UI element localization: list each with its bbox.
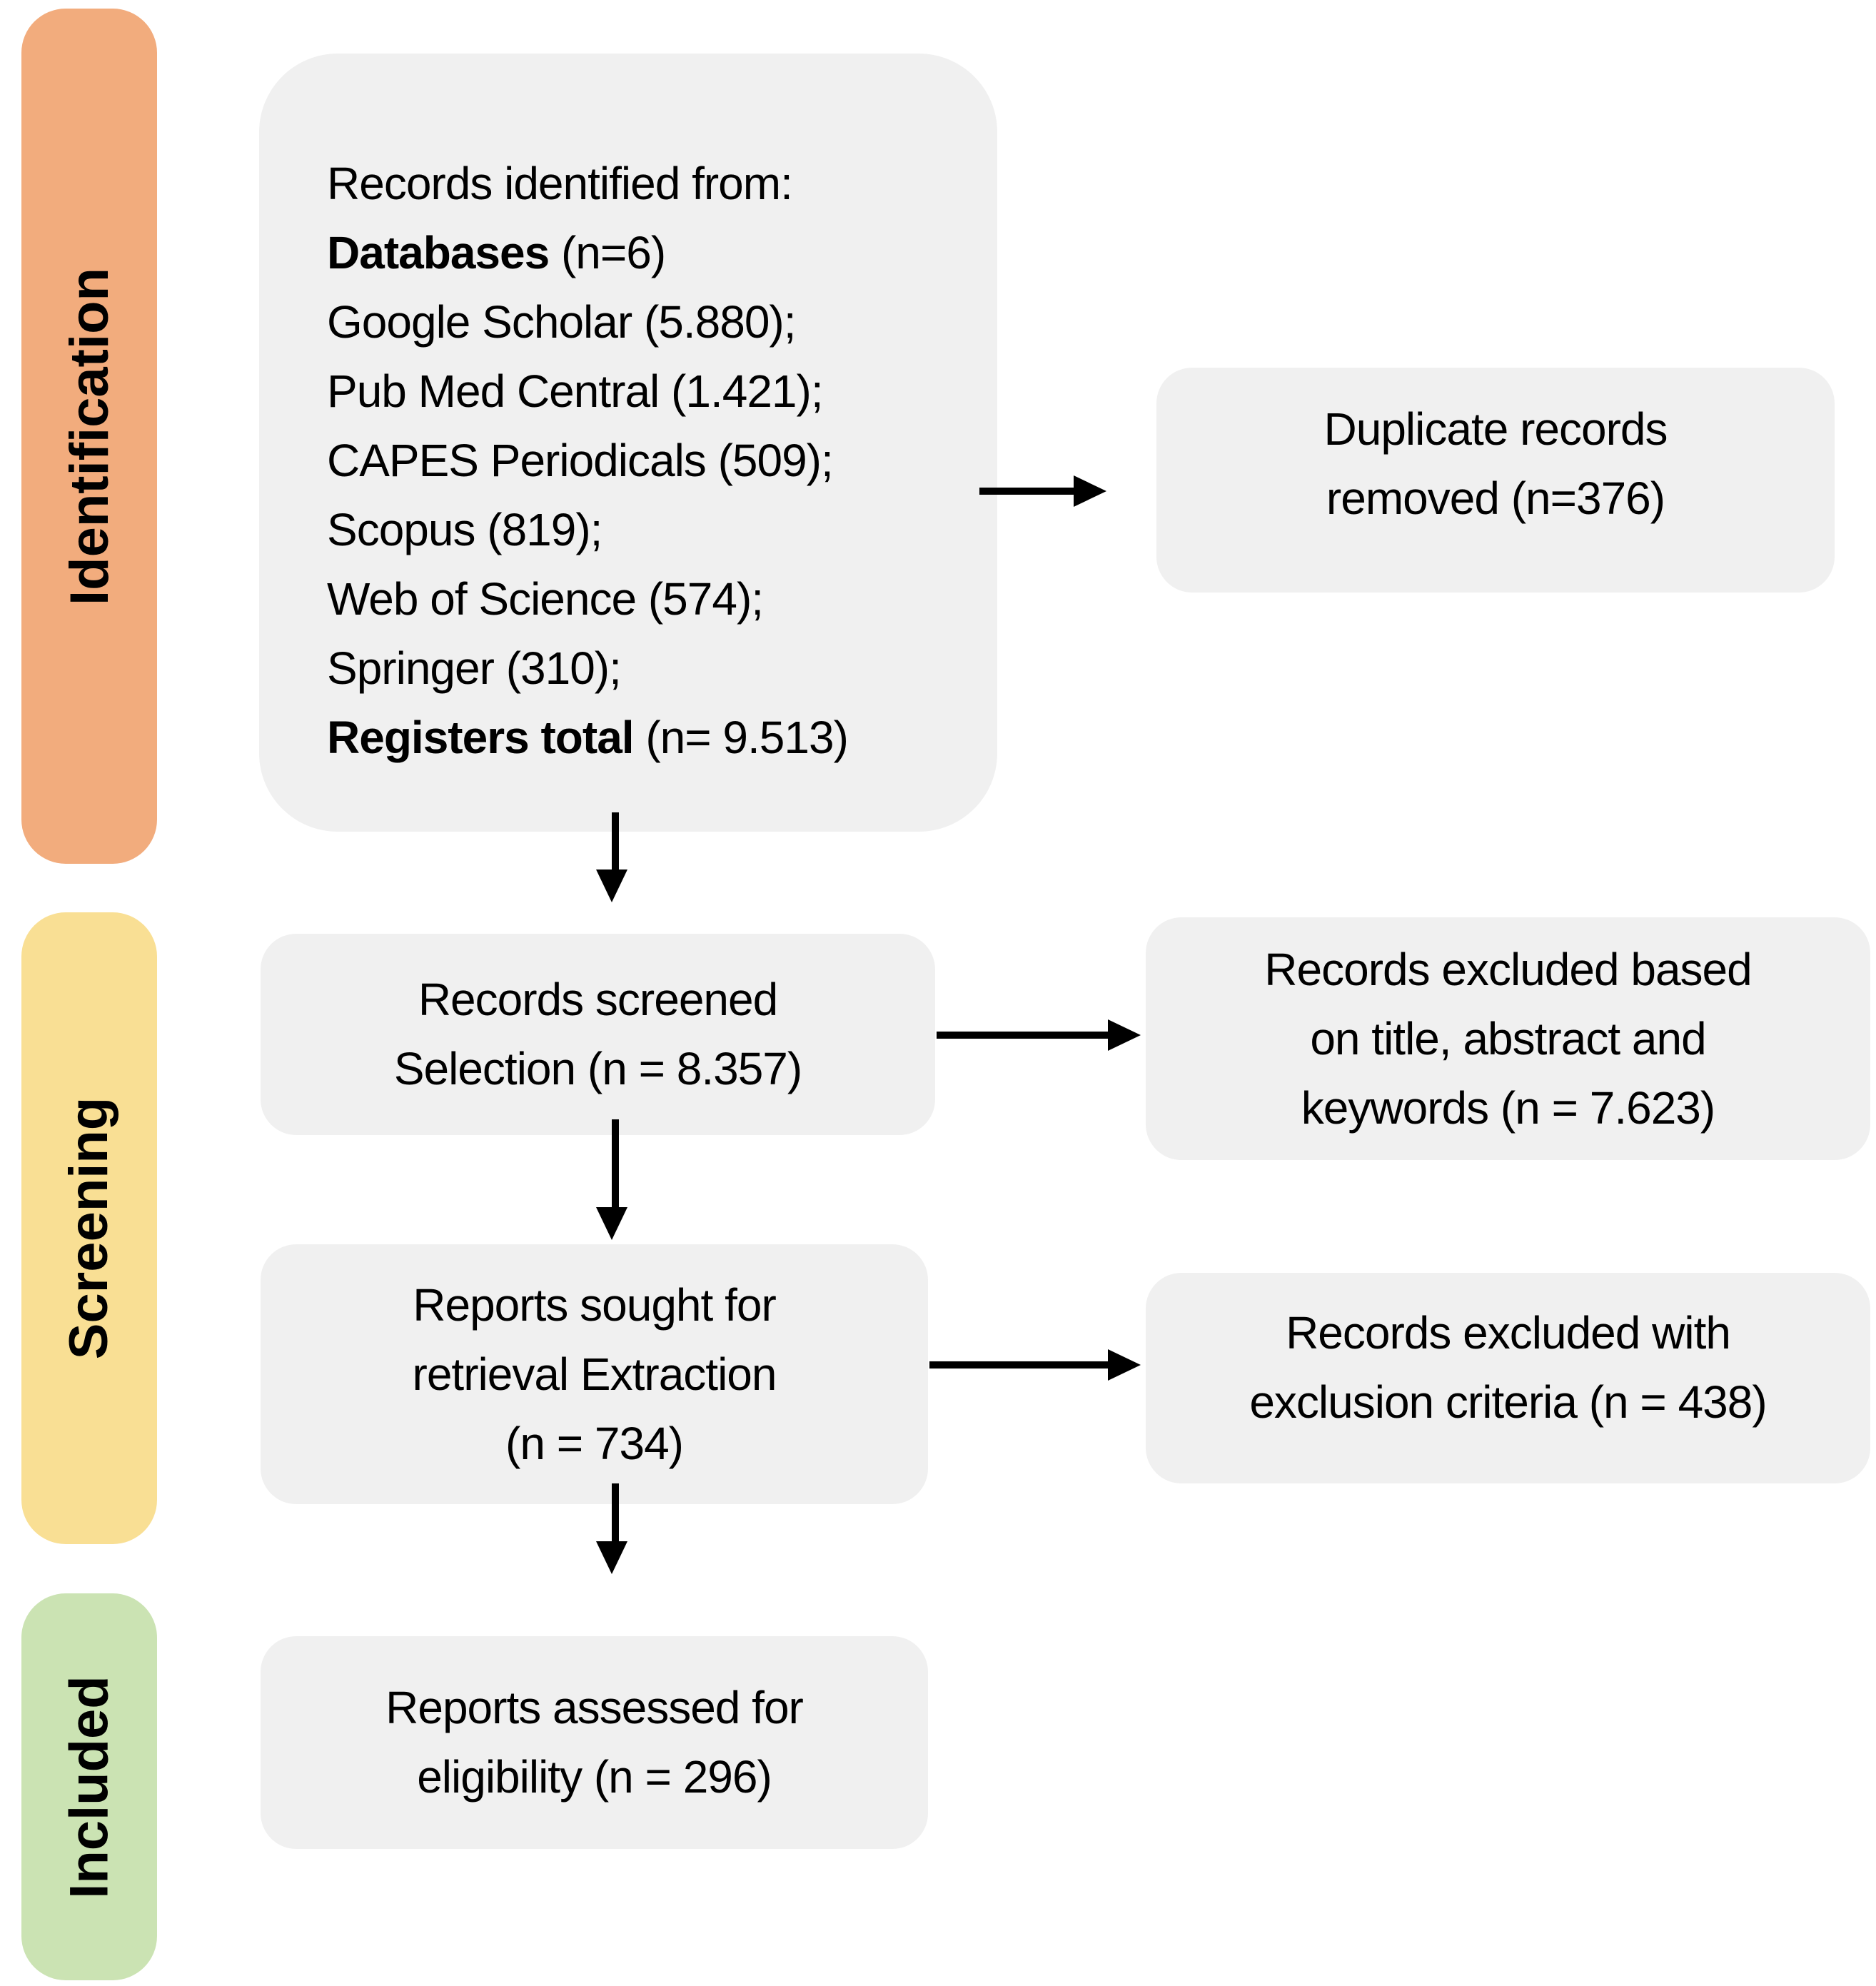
text-run-bold: Registers total <box>327 711 635 763</box>
arrow-head <box>1108 1349 1141 1381</box>
box-text-line: Records screened <box>261 965 935 1034</box>
box-records-excluded-title-abstract: Records excluded based on title, abstrac… <box>1146 917 1870 1160</box>
text-run: Web of Science (574); <box>327 573 764 625</box>
text-run: exclusion criteria (n = 438) <box>1249 1376 1767 1428</box>
box-text-line: Springer (310); <box>327 634 969 703</box>
text-run: (n = 734) <box>505 1417 684 1469</box>
box-text-line: Scopus (819); <box>327 495 969 565</box>
box-text-line: Records excluded with <box>1146 1299 1870 1368</box>
text-run: (n=6) <box>549 226 666 278</box>
text-run: Springer (310); <box>327 642 622 694</box>
arrow-head <box>596 1541 627 1574</box>
text-run: Records excluded with <box>1286 1306 1731 1359</box>
box-text-line: Records excluded based <box>1146 935 1870 1004</box>
box-text-line: eligibility (n = 296) <box>261 1743 928 1812</box>
text-run: Scopus (819); <box>327 503 602 555</box>
box-text-line: Web of Science (574); <box>327 565 969 634</box>
text-run: CAPES Periodicals (509); <box>327 434 834 486</box>
box-text-line: Databases (n=6) <box>327 218 969 288</box>
text-run: keywords (n = 7.623) <box>1301 1082 1715 1134</box>
stage-label-screening: Screening <box>59 1097 120 1360</box>
stage-band-screening: Screening <box>21 912 157 1544</box>
stage-label-included: Included <box>59 1675 120 1899</box>
text-run: Duplicate records <box>1323 403 1668 455</box>
text-run: Selection (n = 8.357) <box>393 1043 802 1094</box>
box-text-line: Registers total (n= 9.513) <box>327 703 969 772</box>
text-run: on title, abstract and <box>1310 1012 1706 1064</box>
box-records-identified: Records identified from: Databases (n=6)… <box>259 54 997 832</box>
arrow-shaft <box>612 1119 619 1209</box>
text-run: retrieval Extraction <box>412 1348 777 1400</box>
text-run: Reports sought for <box>413 1279 776 1331</box>
text-run: Pub Med Central (1.421); <box>327 365 824 417</box>
box-text-line: CAPES Periodicals (509); <box>327 426 969 495</box>
arrow-head <box>1108 1019 1141 1051</box>
text-run: eligibility (n = 296) <box>417 1751 772 1803</box>
box-reports-sought-retrieval: Reports sought for retrieval Extraction … <box>261 1244 928 1504</box>
text-run: Google Scholar (5.880); <box>327 296 796 348</box>
text-run: removed (n=376) <box>1326 473 1665 524</box>
arrow-shaft <box>612 1483 619 1542</box>
stage-band-included: Included <box>21 1593 157 1980</box>
box-records-excluded-criteria: Records excluded with exclusion criteria… <box>1146 1273 1870 1483</box>
box-text-line: keywords (n = 7.623) <box>1146 1074 1870 1143</box>
text-run-bold: Databases <box>327 226 550 278</box>
box-text-line: (n = 734) <box>261 1409 928 1478</box>
text-run: Records identified from: <box>327 157 793 209</box>
box-reports-assessed-eligibility: Reports assessed for eligibility (n = 29… <box>261 1636 928 1849</box>
box-text-line: exclusion criteria (n = 438) <box>1146 1368 1870 1437</box>
box-duplicate-records-removed: Duplicate records removed (n=376) <box>1156 368 1835 593</box>
box-text-line: Pub Med Central (1.421); <box>327 357 969 426</box>
box-text-line: Duplicate records <box>1156 395 1835 464</box>
arrow-head <box>596 869 627 902</box>
text-run: Records screened <box>418 974 778 1025</box>
arrow-shaft <box>937 1032 1108 1039</box>
stage-label-identification: Identification <box>59 267 120 605</box>
arrow-shaft <box>612 812 619 871</box>
text-run: Records excluded based <box>1264 943 1752 995</box>
arrow-shaft <box>979 488 1074 495</box>
box-text-line: Selection (n = 8.357) <box>261 1034 935 1104</box>
text-run: (n= 9.513) <box>633 711 849 763</box>
arrow-shaft <box>929 1361 1108 1368</box>
box-text-line: Reports sought for <box>261 1271 928 1340</box>
box-text-line: Google Scholar (5.880); <box>327 288 969 357</box>
arrow-head <box>1074 475 1106 507</box>
text-run: Reports assessed for <box>385 1682 804 1733</box>
stage-band-identification: Identification <box>21 9 157 864</box>
box-records-screened: Records screened Selection (n = 8.357) <box>261 934 935 1135</box>
arrow-head <box>596 1207 627 1240</box>
box-text-line: on title, abstract and <box>1146 1004 1870 1074</box>
box-text-line: Records identified from: <box>327 149 969 218</box>
box-text-line: removed (n=376) <box>1156 464 1835 533</box>
box-text-line: retrieval Extraction <box>261 1340 928 1409</box>
box-text-line: Reports assessed for <box>261 1673 928 1743</box>
